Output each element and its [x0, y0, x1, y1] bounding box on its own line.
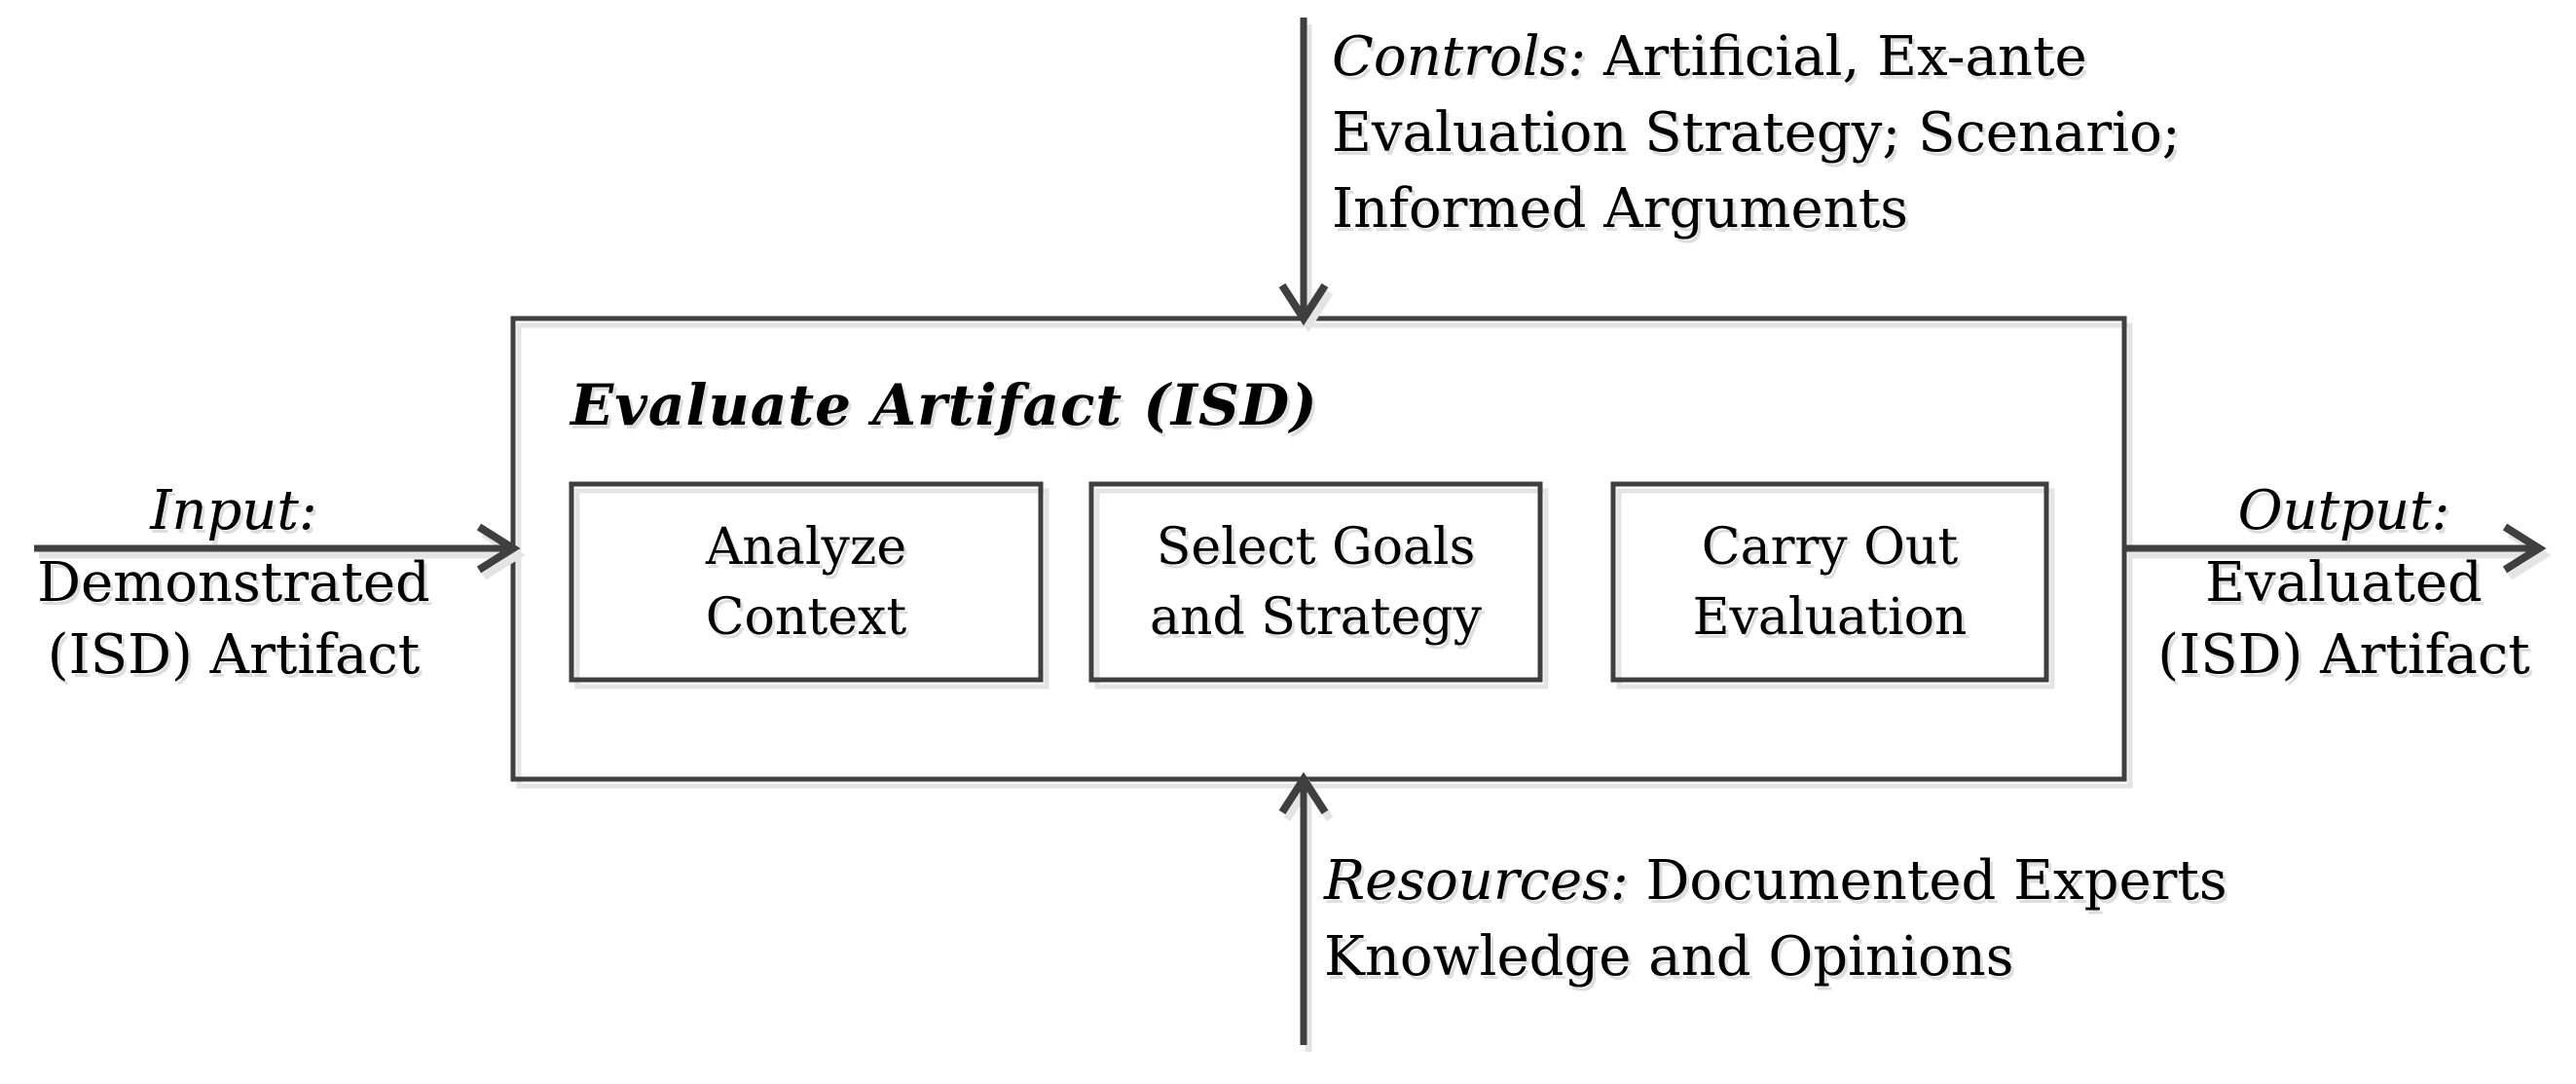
main-box-title: Evaluate Artifact (ISD) [570, 372, 1318, 438]
output-arrow [2124, 523, 2547, 574]
step-label-analyze-context: Analyze Context [571, 484, 1041, 680]
output-line-3: (ISD) Artifact [2157, 623, 2530, 687]
step-box-analyze-context [569, 481, 1049, 690]
step-1-line-1: Analyze [705, 517, 907, 577]
output-lead: Output: [2237, 479, 2450, 542]
output-label: Output: Evaluated (ISD) Artifact [2117, 475, 2570, 692]
step-2-line-2: and Strategy [1149, 587, 1483, 647]
input-line-3: (ISD) Artifact [47, 623, 421, 687]
step-label-select-goals: Select Goals and Strategy [1091, 484, 1540, 680]
step-3-line-2: Evaluation [1692, 587, 1968, 647]
controls-line-1-rest: Artificial, Ex-ante [1586, 25, 2087, 89]
step-box-carry-out-evaluation [1610, 481, 2055, 690]
controls-line-2: Evaluation Strategy; Scenario; [1332, 101, 2181, 165]
resources-arrow [1278, 771, 1329, 1045]
arrows [34, 18, 2547, 1045]
step-1-line-2: Context [705, 587, 907, 647]
step-3-line-1: Carry Out [1701, 517, 1959, 577]
resources-lead: Resources: [1324, 849, 1629, 913]
resources-line-1-rest: Documented Experts [1628, 849, 2227, 913]
input-arrow [34, 523, 521, 574]
controls-arrow [1278, 18, 1329, 326]
resources-line-2: Knowledge and Opinions [1324, 925, 2014, 989]
input-lead: Input: [150, 479, 317, 542]
controls-line-1: Controls: Artificial, Ex-ante [1332, 19, 2181, 95]
resources-line-1: Resources: Documented Experts [1324, 843, 2227, 919]
step-label-carry-out-evaluation: Carry Out Evaluation [1613, 484, 2046, 680]
input-label: Input: Demonstrated (ISD) Artifact [0, 475, 467, 692]
input-line-2: Demonstrated [37, 551, 430, 615]
resources-label: Resources: Documented Experts Knowledge … [1324, 843, 2227, 995]
step-2-line-1: Select Goals [1156, 517, 1476, 577]
output-line-2: Evaluated [2205, 551, 2483, 615]
controls-label: Controls: Artificial, Ex-ante Evaluation… [1332, 19, 2181, 247]
controls-line-3: Informed Arguments [1332, 177, 1908, 241]
controls-lead: Controls: [1332, 25, 1587, 89]
step-box-select-goals [1088, 481, 1549, 690]
